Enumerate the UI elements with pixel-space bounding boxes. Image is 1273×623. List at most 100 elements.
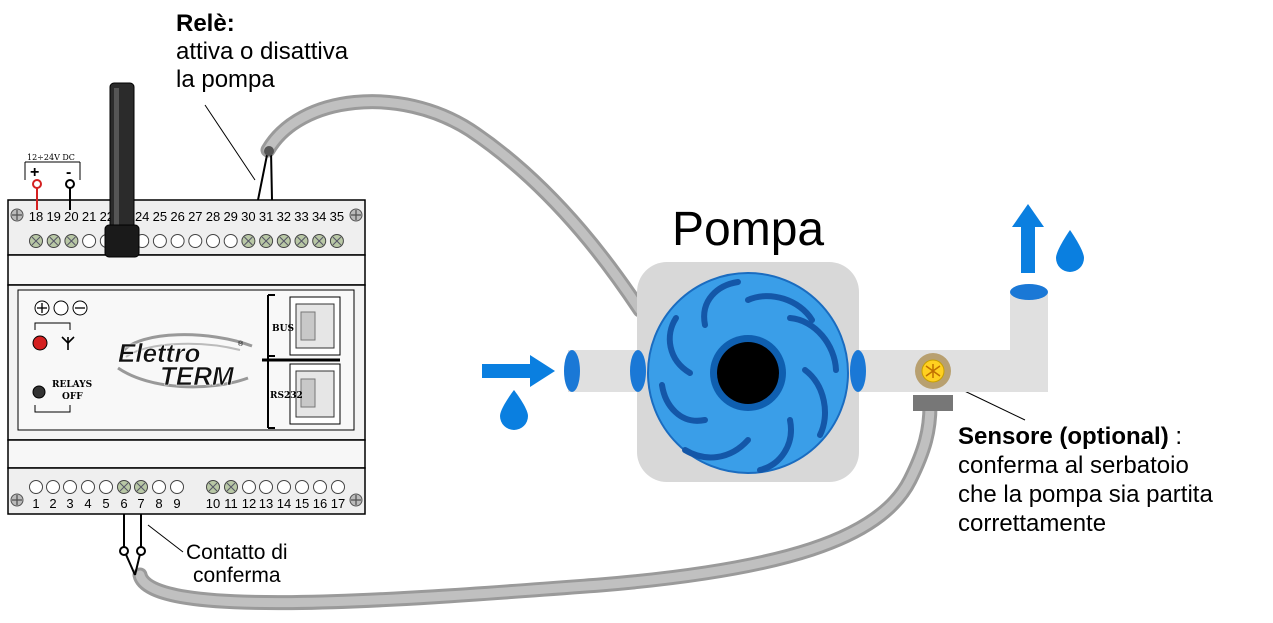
contact-node-right xyxy=(136,546,146,556)
sensor-icon xyxy=(913,353,953,411)
terminal-number-21: 21 xyxy=(82,209,96,224)
minus-sign: - xyxy=(66,164,71,181)
contact-label-line1: Contatto di xyxy=(186,541,288,564)
contact-wires xyxy=(123,512,142,576)
terminal-screw-4 xyxy=(81,480,95,494)
terminal-number-7: 7 xyxy=(137,496,144,511)
terminal-screw-21 xyxy=(82,234,97,248)
terminal-screw-8 xyxy=(152,480,166,494)
terminal-number-5: 5 xyxy=(102,496,109,511)
inflow-arrow-icon xyxy=(482,355,555,387)
svg-text:®: ® xyxy=(238,340,244,348)
impeller-blades xyxy=(659,279,839,473)
terminal-number-28: 28 xyxy=(206,209,220,224)
pipe-outlet xyxy=(1010,284,1048,300)
relay-leader-line xyxy=(204,104,256,181)
terminal-screw-28 xyxy=(206,234,220,248)
terminal-screw-26 xyxy=(170,234,185,248)
antenna xyxy=(109,82,135,236)
terminal-screw-1 xyxy=(29,480,43,494)
terminal-screw-14 xyxy=(277,480,291,494)
terminal-number-35: 35 xyxy=(330,209,344,224)
terminal-number-16: 16 xyxy=(313,496,327,511)
terminal-number-3: 3 xyxy=(66,496,73,511)
terminal-screw-15 xyxy=(295,480,309,494)
terminal-number-32: 32 xyxy=(277,209,291,224)
relay-label-line2: la pompa xyxy=(176,66,275,93)
power-label: 12÷24V DC xyxy=(27,153,75,162)
terminal-number-17: 17 xyxy=(331,496,345,511)
elettroterm-logo: Elettro TERM ® xyxy=(117,333,253,391)
relays-label-1: RELAYS xyxy=(52,380,92,390)
rs232-label: RS232 xyxy=(270,391,303,401)
terminal-number-18: 18 xyxy=(29,209,43,224)
pump xyxy=(630,262,866,482)
sensor-label-line1: conferma al serbatoio xyxy=(958,452,1189,479)
pump-hub xyxy=(717,342,779,404)
terminal-screw-13 xyxy=(259,480,273,494)
terminal-number-20: 20 xyxy=(64,209,78,224)
terminal-number-34: 34 xyxy=(312,209,326,224)
relay-label-line1: attiva o disattiva xyxy=(176,38,349,65)
terminal-number-29: 29 xyxy=(223,209,237,224)
relay-label-title: Relè: xyxy=(176,10,235,37)
terminal-number-14: 14 xyxy=(277,496,291,511)
relay-wire-junction xyxy=(264,146,274,156)
contact-leader-line xyxy=(147,524,184,553)
terminal-screw-2 xyxy=(46,480,60,494)
status-led-icon xyxy=(32,335,48,351)
sensor-label: Sensore (optional) : conferma al serbato… xyxy=(958,422,1213,538)
terminal-number-6: 6 xyxy=(120,496,127,511)
terminal-number-25: 25 xyxy=(153,209,167,224)
plus-sign: + xyxy=(30,164,39,181)
bottom-terminal-block xyxy=(7,467,366,515)
sensor-label-line3: correttamente xyxy=(958,510,1107,537)
terminal-screw-27 xyxy=(188,234,203,248)
terminal-screw-25 xyxy=(152,234,167,248)
terminal-number-8: 8 xyxy=(155,496,162,511)
svg-text:TERM: TERM xyxy=(160,361,235,391)
controller-device: 181920212223242526272829303132333435 123… xyxy=(7,82,366,515)
contact-label: Contatto di conferma xyxy=(186,541,288,587)
contact-label-line2: conferma xyxy=(193,564,281,587)
contact-node-left xyxy=(119,546,129,556)
water-drop-icon xyxy=(500,390,528,430)
relays-off-button xyxy=(32,385,46,399)
pump-label: Pompa xyxy=(672,203,825,256)
terminal-number-15: 15 xyxy=(295,496,309,511)
terminal-screw-9 xyxy=(170,480,184,494)
sensor-label-title: Sensore (optional) xyxy=(958,423,1169,450)
sensor-label-sep: : xyxy=(1168,423,1183,450)
terminal-number-10: 10 xyxy=(206,496,220,511)
terminal-number-31: 31 xyxy=(259,209,273,224)
terminal-number-13: 13 xyxy=(259,496,273,511)
terminal-number-27: 27 xyxy=(188,209,202,224)
terminal-screw-16 xyxy=(313,480,327,494)
terminal-number-11: 11 xyxy=(224,496,238,511)
terminal-number-33: 33 xyxy=(294,209,308,224)
terminal-number-26: 26 xyxy=(170,209,184,224)
terminal-number-19: 19 xyxy=(46,209,60,224)
terminal-number-1: 1 xyxy=(32,496,39,511)
terminal-number-30: 30 xyxy=(241,209,255,224)
sensor-label-line2: che la pompa sia partita xyxy=(958,481,1213,508)
antenna-signal-icon xyxy=(61,336,75,350)
terminal-number-4: 4 xyxy=(84,496,91,511)
bus-label: BUS xyxy=(272,324,294,334)
relay-cable-inner xyxy=(263,97,645,315)
terminal-number-2: 2 xyxy=(49,496,56,511)
terminal-number-12: 12 xyxy=(242,496,256,511)
terminal-number-9: 9 xyxy=(173,496,180,511)
terminal-screw-29 xyxy=(223,234,238,248)
terminal-screw-12 xyxy=(242,480,256,494)
sensor-cable-inner xyxy=(135,400,935,608)
outflow-arrow-icon xyxy=(1012,204,1044,273)
terminal-screw-5 xyxy=(99,480,113,494)
terminal-number-24: 24 xyxy=(135,209,149,224)
relays-label-2: OFF xyxy=(62,392,83,402)
svg-text:Elettro: Elettro xyxy=(118,338,200,368)
pipe-inlet xyxy=(564,350,580,392)
relay-label: Relè: attiva o disattiva la pompa xyxy=(176,10,348,94)
water-drop-icon-2 xyxy=(1056,230,1084,272)
